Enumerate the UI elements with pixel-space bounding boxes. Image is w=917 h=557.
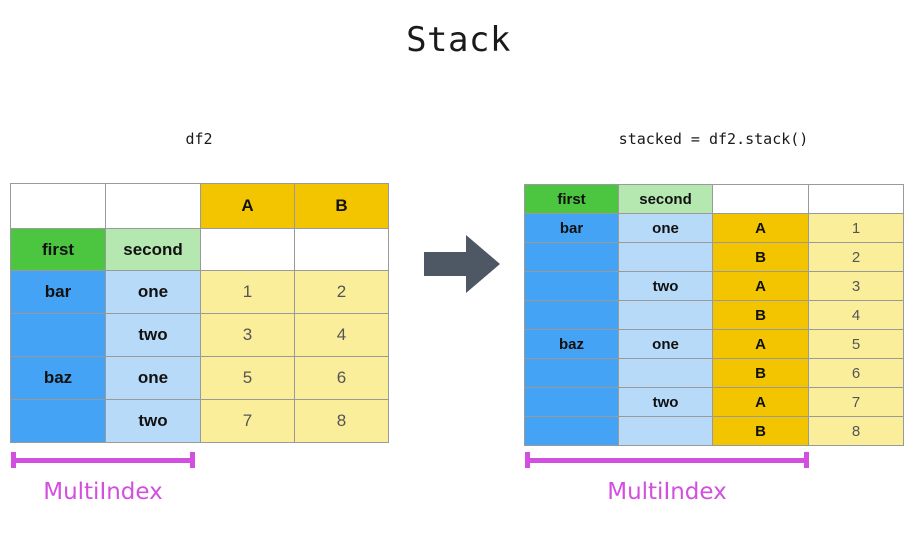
cell-value: 2 [808, 242, 904, 272]
cell-blank-2 [808, 184, 904, 214]
table-row: baz one A 5 [524, 329, 904, 359]
cell-blank-3 [200, 228, 295, 271]
cell-index-second [618, 416, 713, 446]
left-table-caption: df2 [185, 130, 213, 148]
cell-value: 7 [808, 387, 904, 417]
cell-index-second: one [105, 270, 201, 314]
multiindex-label-left: MultiIndex [43, 479, 163, 505]
cell-index-second [618, 242, 713, 272]
multiindex-bracket-left [11, 452, 195, 468]
cell-index-first [524, 300, 619, 330]
cell-index-second: one [618, 329, 713, 359]
cell-index-level3: B [712, 300, 809, 330]
cell-value: 3 [808, 271, 904, 301]
table-row: two A 3 [524, 271, 904, 301]
cell-index-first: bar [524, 213, 619, 243]
cell-value-A: 5 [200, 356, 295, 400]
index-name-second: second [618, 184, 713, 214]
right-arrow-icon [424, 235, 500, 293]
multiindex-label-right: MultiIndex [607, 479, 727, 505]
table-row: B 6 [524, 358, 904, 388]
cell-value: 6 [808, 358, 904, 388]
bracket-bar [11, 458, 195, 463]
table-row-column-header: A B [10, 183, 389, 229]
cell-index-second [618, 300, 713, 330]
cell-value-B: 4 [294, 313, 389, 357]
cell-index-first [524, 358, 619, 388]
bracket-cap-right [804, 452, 809, 468]
table-row: bar one A 1 [524, 213, 904, 243]
cell-index-level3: B [712, 416, 809, 446]
table-row: two 7 8 [10, 399, 389, 443]
index-name-first: first [524, 184, 619, 214]
cell-value-B: 8 [294, 399, 389, 443]
cell-index-first [10, 399, 106, 443]
cell-index-level3: A [712, 329, 809, 359]
bracket-cap-right [190, 452, 195, 468]
table-row-index-names: first second [10, 228, 389, 271]
bracket-bar [525, 458, 809, 463]
cell-index-second: two [105, 313, 201, 357]
cell-value: 5 [808, 329, 904, 359]
cell-value-B: 6 [294, 356, 389, 400]
table-row: baz one 5 6 [10, 356, 389, 400]
index-name-first: first [10, 228, 106, 271]
table-row: bar one 1 2 [10, 270, 389, 314]
cell-value: 4 [808, 300, 904, 330]
table-row: two 3 4 [10, 313, 389, 357]
cell-value: 8 [808, 416, 904, 446]
cell-index-level3: B [712, 358, 809, 388]
cell-index-second: one [105, 356, 201, 400]
cell-index-level3: A [712, 271, 809, 301]
page-title: Stack [406, 20, 511, 60]
cell-value-B: 2 [294, 270, 389, 314]
cell-index-second: two [618, 387, 713, 417]
cell-blank-4 [294, 228, 389, 271]
dataframe-stacked-table: first second bar one A 1 B 2 two A 3 B [524, 184, 904, 446]
cell-blank-1 [712, 184, 809, 214]
cell-index-first: bar [10, 270, 106, 314]
cell-value-A: 1 [200, 270, 295, 314]
cell-index-second: two [105, 399, 201, 443]
table-row: B 4 [524, 300, 904, 330]
cell-index-first [10, 313, 106, 357]
column-header-A: A [200, 183, 295, 229]
cell-index-first [524, 387, 619, 417]
table-row-index-names: first second [524, 184, 904, 214]
table-row: B 8 [524, 416, 904, 446]
cell-index-second: two [618, 271, 713, 301]
cell-value: 1 [808, 213, 904, 243]
cell-index-level3: A [712, 387, 809, 417]
cell-index-first [524, 242, 619, 272]
cell-index-first [524, 416, 619, 446]
cell-corner-blank-2 [105, 183, 201, 229]
cell-index-second [618, 358, 713, 388]
cell-value-A: 3 [200, 313, 295, 357]
cell-corner-blank-1 [10, 183, 106, 229]
right-table-caption: stacked = df2.stack() [618, 130, 809, 148]
column-header-B: B [294, 183, 389, 229]
table-row: B 2 [524, 242, 904, 272]
cell-index-level3: A [712, 213, 809, 243]
multiindex-bracket-right [525, 452, 809, 468]
table-row: two A 7 [524, 387, 904, 417]
cell-index-second: one [618, 213, 713, 243]
cell-index-first [524, 271, 619, 301]
dataframe-df2-table: A B first second bar one 1 2 two 3 4 baz… [10, 183, 389, 443]
index-name-second: second [105, 228, 201, 271]
cell-value-A: 7 [200, 399, 295, 443]
cell-index-level3: B [712, 242, 809, 272]
cell-index-first: baz [524, 329, 619, 359]
cell-index-first: baz [10, 356, 106, 400]
